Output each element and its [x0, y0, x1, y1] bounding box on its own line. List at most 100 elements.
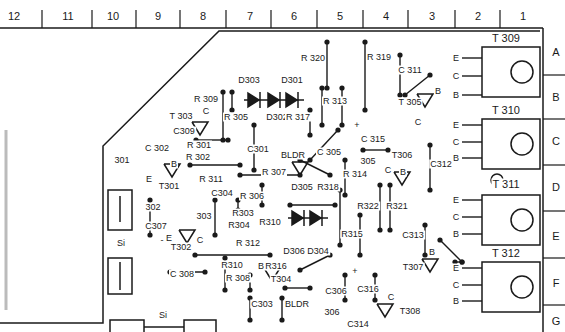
component-lead [440, 240, 462, 262]
grid-reference: A [551, 47, 560, 58]
part-label: + [353, 121, 360, 130]
solder-pad [307, 132, 312, 137]
part-label: T304 [270, 275, 293, 284]
fuse-clip [108, 190, 132, 230]
part-label: T 310 [491, 105, 521, 116]
part-label: R310 [258, 218, 282, 227]
solder-pad [377, 182, 382, 187]
part-label: C316 [356, 285, 380, 294]
part-label: C [384, 166, 393, 175]
part-label: E [165, 234, 173, 243]
grid-reference: 9 [154, 11, 162, 22]
part-label: Si [116, 239, 126, 248]
grid-reference: D [551, 182, 561, 193]
fuse-clip [184, 320, 216, 332]
part-label: 301 [113, 156, 130, 165]
solder-pad [247, 287, 252, 292]
component-lead [405, 75, 430, 95]
solder-pad [342, 297, 347, 302]
solder-pad [229, 89, 234, 94]
part-label: 306 [323, 308, 340, 317]
part-label: R 312 [235, 239, 261, 248]
part-label: BLDR [280, 151, 306, 160]
part-label: C307 [144, 222, 168, 231]
part-label: R 306 [239, 192, 265, 201]
solder-pad [332, 202, 337, 207]
part-label: R303 [231, 209, 255, 218]
part-label: C [414, 118, 423, 127]
solder-pad [342, 272, 347, 277]
fuse-holders [108, 190, 216, 332]
solder-pad [422, 222, 427, 227]
solder-pad [422, 252, 427, 257]
solder-pad [319, 85, 324, 90]
grid-reference: E [551, 231, 560, 242]
mount-hole [511, 209, 533, 231]
part-label: R 308 [225, 274, 251, 283]
solder-pad [427, 187, 432, 192]
solder-pad [237, 172, 242, 177]
part-label: 302 [144, 203, 161, 212]
solder-pad [397, 52, 402, 57]
solder-pad [297, 267, 302, 272]
solder-pad [259, 202, 264, 207]
solder-pad [324, 85, 329, 90]
component-lead [300, 255, 330, 270]
solder-pad [459, 259, 464, 264]
part-label: R 302 [185, 153, 211, 162]
grid-reference: 1 [519, 11, 527, 22]
transistor-symbol [422, 259, 438, 272]
part-label: C309 [172, 127, 196, 136]
solder-pad [437, 237, 442, 242]
part-label: T 309 [491, 33, 521, 44]
solder-pad [202, 269, 207, 274]
solder-pad [360, 147, 365, 152]
grid-reference: G [551, 316, 562, 327]
part-label: C303 [250, 300, 274, 309]
fuse-clip [108, 258, 132, 294]
diode-bar [259, 92, 261, 108]
part-label: C314 [346, 320, 370, 329]
mount-hole [511, 276, 533, 298]
grid-reference: 4 [382, 11, 390, 22]
solder-pad [387, 182, 392, 187]
component-lead [363, 149, 388, 150]
component-lead [214, 200, 215, 235]
solder-pad [282, 285, 287, 290]
component-lead [231, 92, 232, 110]
solder-pad [357, 252, 362, 257]
part-label: - [160, 236, 165, 245]
solder-pad [251, 122, 256, 127]
solder-pad [339, 85, 344, 90]
mount-hole [511, 133, 533, 155]
solder-pad [324, 39, 329, 44]
grid-reference: 7 [246, 11, 254, 22]
part-label: T307 [402, 263, 425, 272]
solder-pad [342, 157, 347, 162]
fuse-wire [119, 262, 121, 290]
mount-hole [511, 61, 533, 83]
part-label: C313 [401, 231, 425, 240]
part-label: C312 [429, 160, 453, 169]
part-label: B [452, 154, 460, 163]
part-label: E [452, 54, 460, 63]
transistor-lead [462, 300, 482, 301]
part-label: T302 [170, 243, 193, 252]
solder-pad [251, 167, 256, 172]
transistor-symbol [377, 304, 393, 317]
part-label: R316 [264, 262, 288, 271]
part-label: R310 [220, 261, 244, 270]
ruler-ticks [543, 75, 565, 305]
part-label: B [257, 262, 265, 271]
part-label: T 305 [398, 98, 423, 107]
part-label: R 313 [322, 97, 348, 106]
solder-pad [362, 39, 367, 44]
transistor-lead [462, 141, 482, 142]
solder-pad [220, 137, 225, 142]
solder-pad [362, 107, 367, 112]
solder-pad [287, 202, 292, 207]
ruler-line [542, 28, 544, 332]
diode-bar [279, 92, 281, 108]
fuse-wire [144, 326, 184, 328]
part-label: C 302 [144, 144, 170, 153]
